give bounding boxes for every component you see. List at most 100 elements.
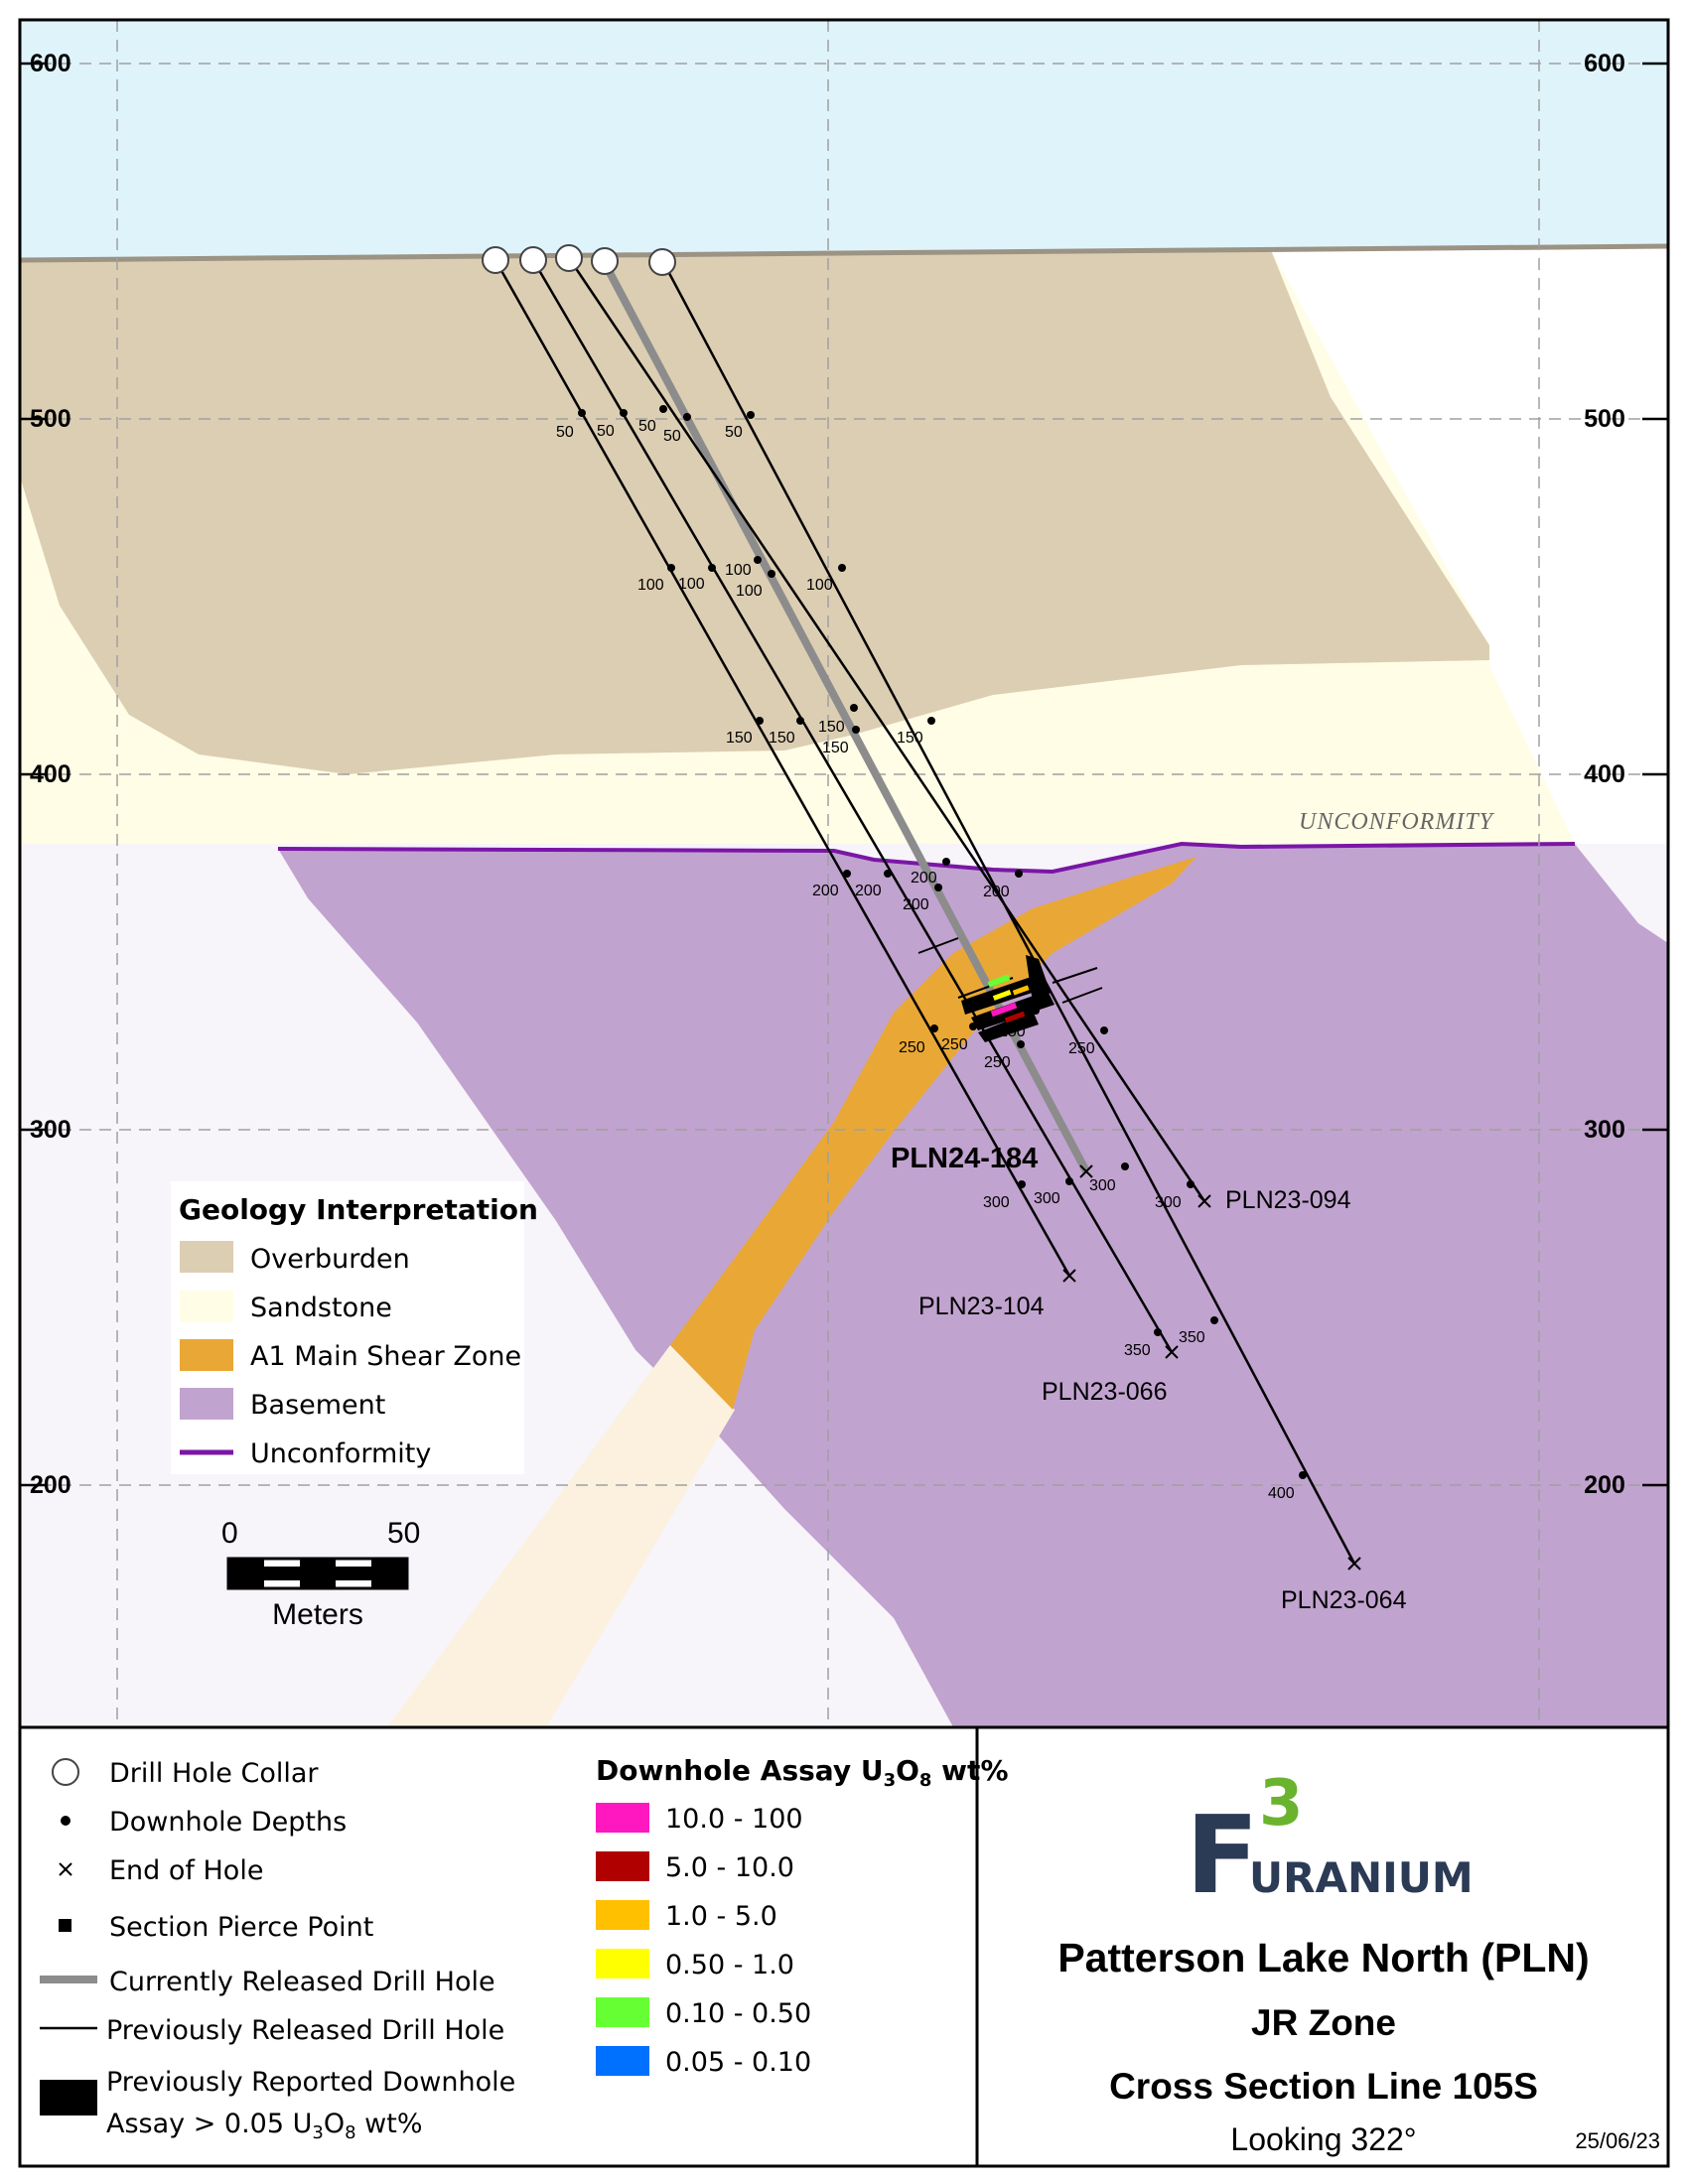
end-of-hole-icon <box>1197 1194 1211 1208</box>
depth-label: 200 <box>812 883 839 899</box>
legend-label: Sandstone <box>250 1293 392 1323</box>
collar-icon <box>555 244 583 272</box>
depth-labels: 50 50 50 50 50 100 100 100 100 100 150 1… <box>556 418 1295 1502</box>
legend-label: Basement <box>250 1390 385 1421</box>
symbol-label: Previously Released Drill Hole <box>106 2015 504 2046</box>
legend-frame <box>18 1725 1670 2168</box>
logo-word: URANIUM <box>1249 1853 1474 1902</box>
drill-hole-previous <box>493 259 1071 1277</box>
title-line-4: Looking 322° <box>1230 2121 1416 2157</box>
collar-icon <box>482 246 509 274</box>
unconformity-line <box>277 841 1576 875</box>
logo-3: 3 <box>1259 1767 1304 1841</box>
depth-label: 150 <box>769 730 795 747</box>
y-tick-label: 600 <box>1584 50 1625 77</box>
depth-label: 150 <box>726 730 753 747</box>
legend-swatch <box>180 1339 233 1371</box>
assay-swatch <box>596 1949 649 1979</box>
depth-label: 250 <box>941 1036 968 1053</box>
symbol-label: Downhole Depths <box>109 1807 347 1838</box>
depth-label: 150 <box>822 740 849 756</box>
hole-label: PLN23-064 <box>1281 1586 1407 1614</box>
end-of-hole-icon <box>1062 1269 1076 1283</box>
depth-label: 300 <box>1089 1177 1116 1194</box>
collar-icon <box>591 247 619 275</box>
depth-label: 100 <box>736 583 763 600</box>
y-tick-label: 400 <box>30 760 71 788</box>
collars <box>482 244 676 276</box>
collar-icon <box>519 246 547 274</box>
drill-hole-previous <box>660 259 1356 1565</box>
assay-intervals <box>917 937 1103 1042</box>
depth-label: 50 <box>638 418 656 435</box>
assay-swatch <box>596 1851 649 1881</box>
depth-label: 50 <box>663 428 681 445</box>
depth-dot-icon <box>61 1816 70 1826</box>
depth-label: 150 <box>818 719 845 736</box>
depth-label: 200 <box>983 884 1010 900</box>
symbol-label: Previously Reported Downhole <box>106 2067 515 2098</box>
y-tick-label: 200 <box>1584 1471 1625 1499</box>
depth-label: 250 <box>1068 1040 1095 1057</box>
overburden-gap <box>1271 246 1668 844</box>
depth-label: 300 <box>1155 1194 1182 1211</box>
depth-label: 100 <box>637 577 664 594</box>
depth-label: 250 <box>999 1024 1026 1040</box>
depth-label: 50 <box>556 424 574 441</box>
y-tick-label: 600 <box>30 50 71 77</box>
y-tick-label: 500 <box>30 405 71 433</box>
y-tick-label: 400 <box>1584 760 1625 788</box>
depth-label: 300 <box>983 1194 1010 1211</box>
symbol-legend: Drill Hole Collar Downhole Depths End of… <box>40 1758 515 2143</box>
shear-zone <box>670 857 1196 1410</box>
end-of-hole-icon <box>1347 1557 1361 1570</box>
assay-label: 0.10 - 0.50 <box>665 1998 811 2029</box>
end-of-hole-icon <box>59 1862 72 1876</box>
pierce-point-icon <box>59 1919 71 1932</box>
drill-hole-previous <box>567 257 1206 1202</box>
scale-bar-start: 0 <box>221 1517 238 1550</box>
legend-swatch <box>180 1388 233 1420</box>
depth-markers <box>578 405 1307 1479</box>
depth-label: 50 <box>725 424 743 441</box>
logo-f: F <box>1186 1794 1259 1918</box>
end-of-hole-icon <box>1079 1164 1093 1178</box>
depth-label: 100 <box>806 577 833 594</box>
overburden-zone <box>20 250 1489 774</box>
geology-legend: Geology Interpretation Overburden Sandst… <box>171 1181 538 1474</box>
depth-label: 300 <box>1034 1190 1060 1207</box>
y-tick-label: 200 <box>30 1471 71 1499</box>
legend-panel: Drill Hole Collar Downhole Depths End of… <box>20 1727 1668 2166</box>
basement-zone <box>278 844 1668 1727</box>
legend-swatch <box>180 1291 233 1322</box>
legend-swatch <box>180 1241 233 1273</box>
symbol-label: Currently Released Drill Hole <box>109 1967 495 1997</box>
assay-label: 0.05 - 0.10 <box>665 2047 811 2078</box>
y-axis-right: 600 500 400 300 200 <box>1584 50 1668 1499</box>
title-line-2: JR Zone <box>1251 2002 1396 2043</box>
depth-label: 200 <box>855 883 882 899</box>
assay-label: 10.0 - 100 <box>665 1804 803 1835</box>
symbol-label: Assay > 0.05 U3O8 wt% <box>106 2109 422 2143</box>
title-date: 25/06/23 <box>1575 2128 1660 2153</box>
drill-hole-previous <box>531 259 1174 1353</box>
assay-legend: Downhole Assay U3O8 wt% 10.0 - 100 5.0 -… <box>596 1754 1009 2078</box>
unconformity-label: UNCONFORMITY <box>1299 809 1495 835</box>
legend-label: Overburden <box>250 1244 410 1275</box>
basement-right-light <box>1575 844 1668 943</box>
map-panel: 600 500 400 300 200 600 500 400 300 200 … <box>19 20 1669 1727</box>
legend-label: Unconformity <box>250 1438 431 1469</box>
hole-label-highlight: PLN24-184 <box>891 1143 1038 1174</box>
company-logo: F 3 URANIUM <box>1186 1767 1474 1918</box>
end-of-hole-markers <box>1062 1164 1361 1570</box>
depth-label: 150 <box>897 730 923 747</box>
assay-swatch <box>596 1997 649 2027</box>
title-line-1: Patterson Lake North (PLN) <box>1057 1935 1589 1980</box>
end-of-hole-icon <box>1165 1345 1179 1359</box>
symbol-label: Section Pierce Point <box>109 1912 373 1943</box>
symbol-label: Drill Hole Collar <box>109 1758 319 1789</box>
assay-swatch <box>596 2046 649 2076</box>
title-line-3: Cross Section Line 105S <box>1109 2066 1538 2107</box>
depth-label: 250 <box>899 1039 925 1056</box>
